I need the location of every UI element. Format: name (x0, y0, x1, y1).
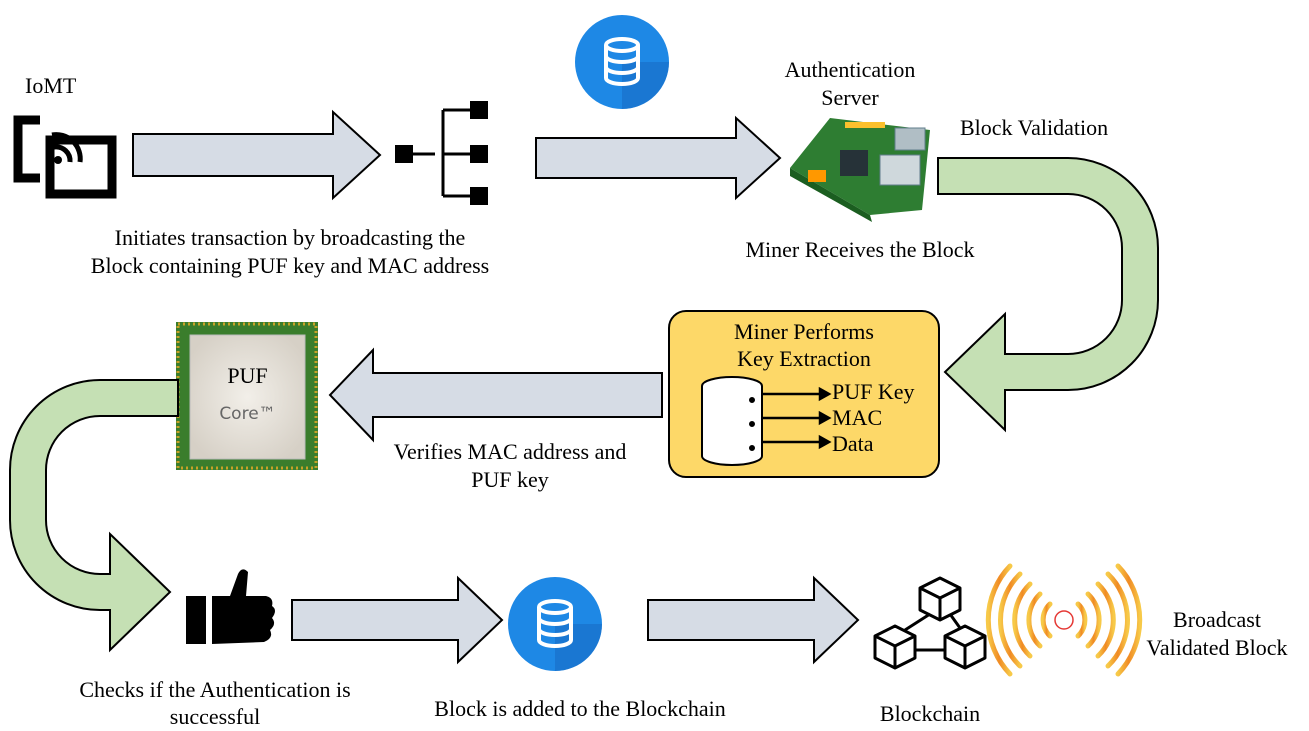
blockchain-cubes-icon (873, 576, 987, 670)
block-validation-label: Block Validation (960, 115, 1109, 140)
key-item-mac: MAC (832, 405, 883, 430)
miner-receives-label: Miner Receives the Block (745, 237, 975, 262)
broadcast-signal-icon (985, 563, 1143, 677)
arrow-iomt-to-network (132, 109, 382, 201)
broadcast-line-1: Broadcast (1173, 607, 1261, 632)
initiates-line-1: Initiates transaction by broadcasting th… (114, 225, 466, 250)
arrow-block-to-blockchain (647, 575, 860, 665)
key-item-data: Data (832, 431, 874, 456)
auth-server-label-1: Authentication (784, 57, 916, 82)
miner-box-title-2: Key Extraction (737, 346, 871, 371)
verifies-line-1: Verifies MAC address and (393, 439, 627, 464)
checks-line-1: Checks if the Authentication is (79, 677, 351, 702)
puf-chip-icon (176, 322, 318, 470)
arrow-miner-to-puf (328, 347, 663, 443)
chip-brand-label: Core™ (219, 404, 276, 424)
iomt-label: IoMT (25, 73, 77, 98)
puf-label: PUF (227, 363, 268, 388)
raspberry-pi-board-icon (790, 118, 930, 222)
broadcast-line-2: Validated Block (1146, 635, 1288, 660)
database-icon-top (575, 15, 669, 109)
checks-line-2: successful (169, 704, 261, 729)
database-stack-icon (701, 376, 763, 466)
miner-box-title-1: Miner Performs (734, 319, 874, 344)
database-icon-bottom (508, 577, 602, 671)
key-extraction-arrows (762, 386, 832, 450)
key-item-puf-key: PUF Key (832, 379, 915, 404)
arrow-network-to-server (535, 115, 782, 201)
curved-arrow-block-validation (937, 157, 1159, 433)
verifies-line-2: PUF key (471, 467, 549, 492)
network-icon (395, 101, 488, 205)
iomt-device-icon (13, 115, 117, 199)
auth-server-label-2: Server (821, 85, 879, 110)
initiates-line-2: Block containing PUF key and MAC address (90, 253, 490, 278)
block-added-label: Block is added to the Blockchain (434, 696, 726, 721)
curved-arrow-puf-to-check (9, 379, 179, 653)
thumbs-up-icon (186, 569, 275, 644)
arrow-check-to-block (291, 575, 504, 665)
blockchain-label: Blockchain (879, 701, 981, 726)
